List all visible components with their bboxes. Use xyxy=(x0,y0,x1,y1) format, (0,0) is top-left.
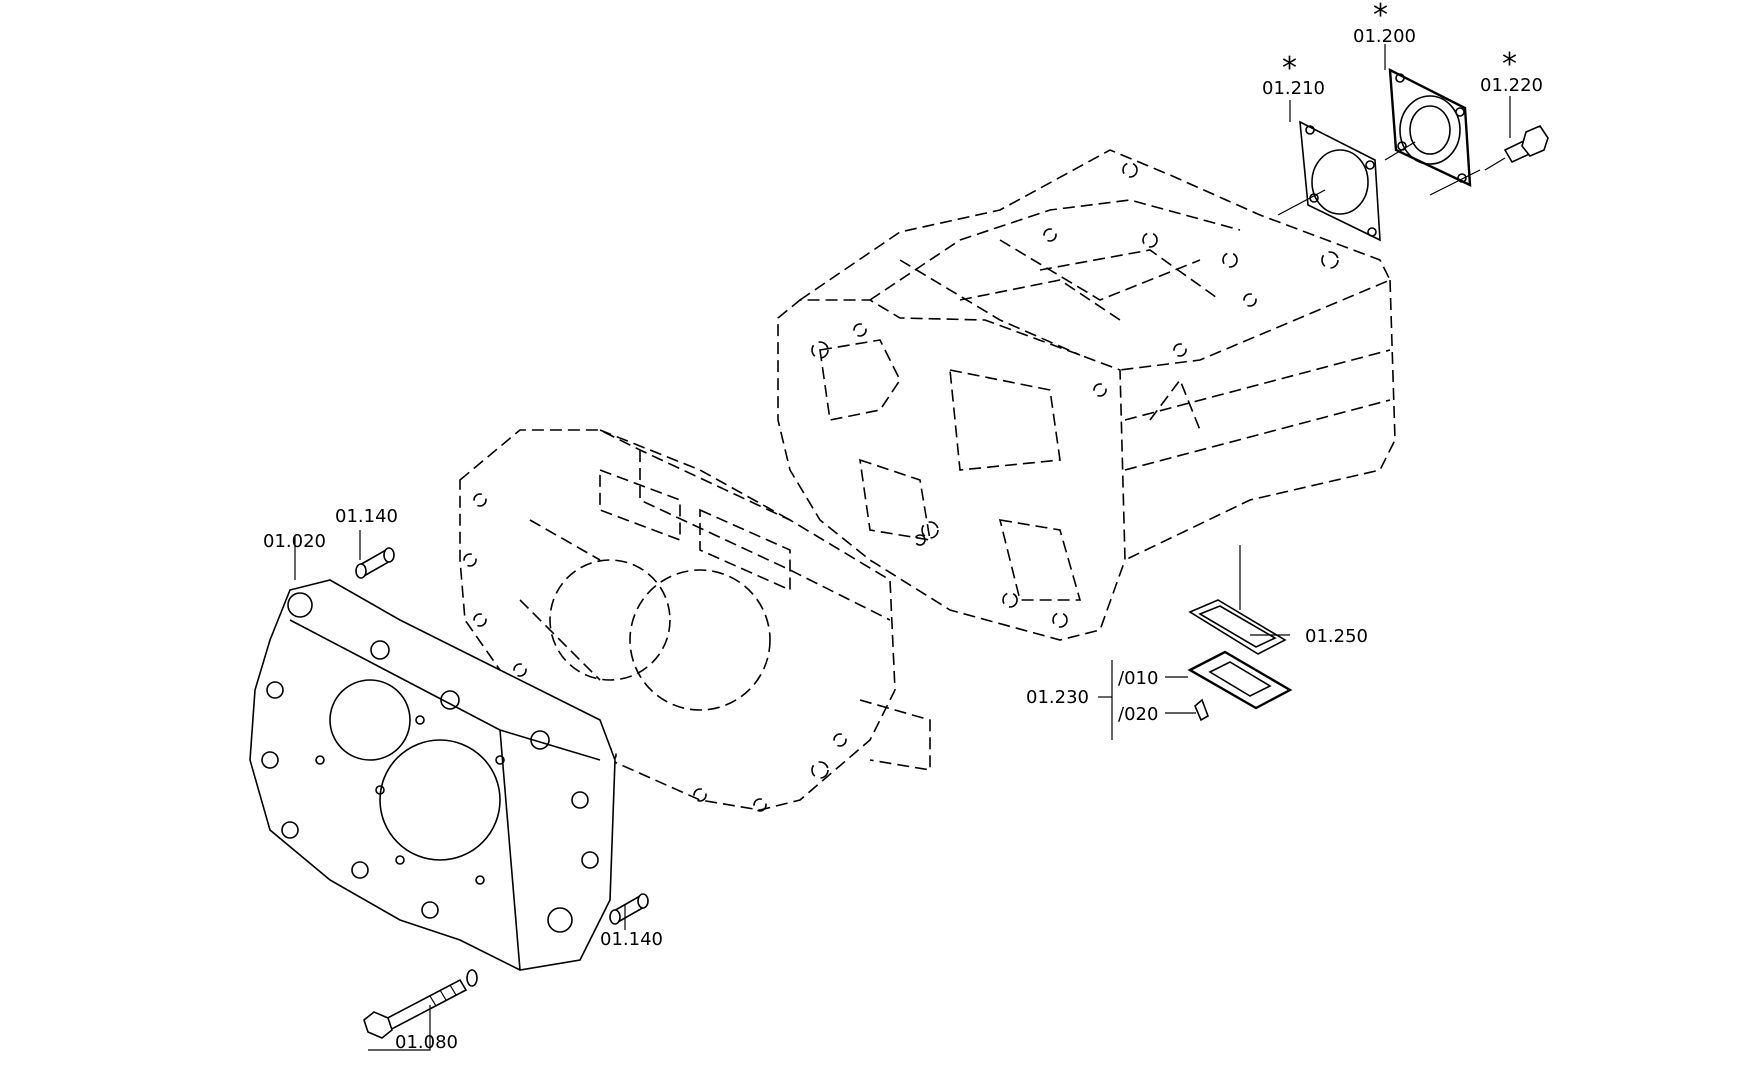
gasket-01-250 xyxy=(1188,599,1287,655)
main-gearbox-housing xyxy=(777,149,1396,641)
label-020: /020 xyxy=(1118,704,1158,725)
cap-screw-01-220 xyxy=(1484,125,1549,171)
asterisk-01-210: * xyxy=(1282,51,1297,86)
dowel-pin-top xyxy=(355,547,395,579)
leader-lines xyxy=(294,44,1511,1051)
part-labels: 01.020 01.140 01.140 01.080 * 01.210 * 0… xyxy=(263,0,1543,1053)
label-01-140-bottom: 01.140 xyxy=(600,929,663,950)
label-01-020: 01.020 xyxy=(263,531,326,552)
gasket-01-210 xyxy=(1277,120,1381,242)
label-01-250: 01.250 xyxy=(1305,626,1368,647)
hex-bolt xyxy=(363,969,478,1039)
front-cover-plate xyxy=(249,579,616,971)
cover-plate-01-230 xyxy=(1187,650,1293,722)
label-01-080: 01.080 xyxy=(395,1032,458,1053)
asterisk-01-200: * xyxy=(1373,0,1388,33)
bearing-cover-01-200 xyxy=(1384,67,1481,196)
label-01-230: 01.230 xyxy=(1026,687,1089,708)
label-01-210: 01.210 xyxy=(1262,78,1325,99)
label-01-220: 01.220 xyxy=(1480,75,1543,96)
dowel-pin-bottom xyxy=(609,893,649,925)
asterisk-01-220: * xyxy=(1502,47,1517,82)
label-010: /010 xyxy=(1118,668,1158,689)
label-01-140-top: 01.140 xyxy=(335,506,398,527)
label-01-200: 01.200 xyxy=(1353,26,1416,47)
